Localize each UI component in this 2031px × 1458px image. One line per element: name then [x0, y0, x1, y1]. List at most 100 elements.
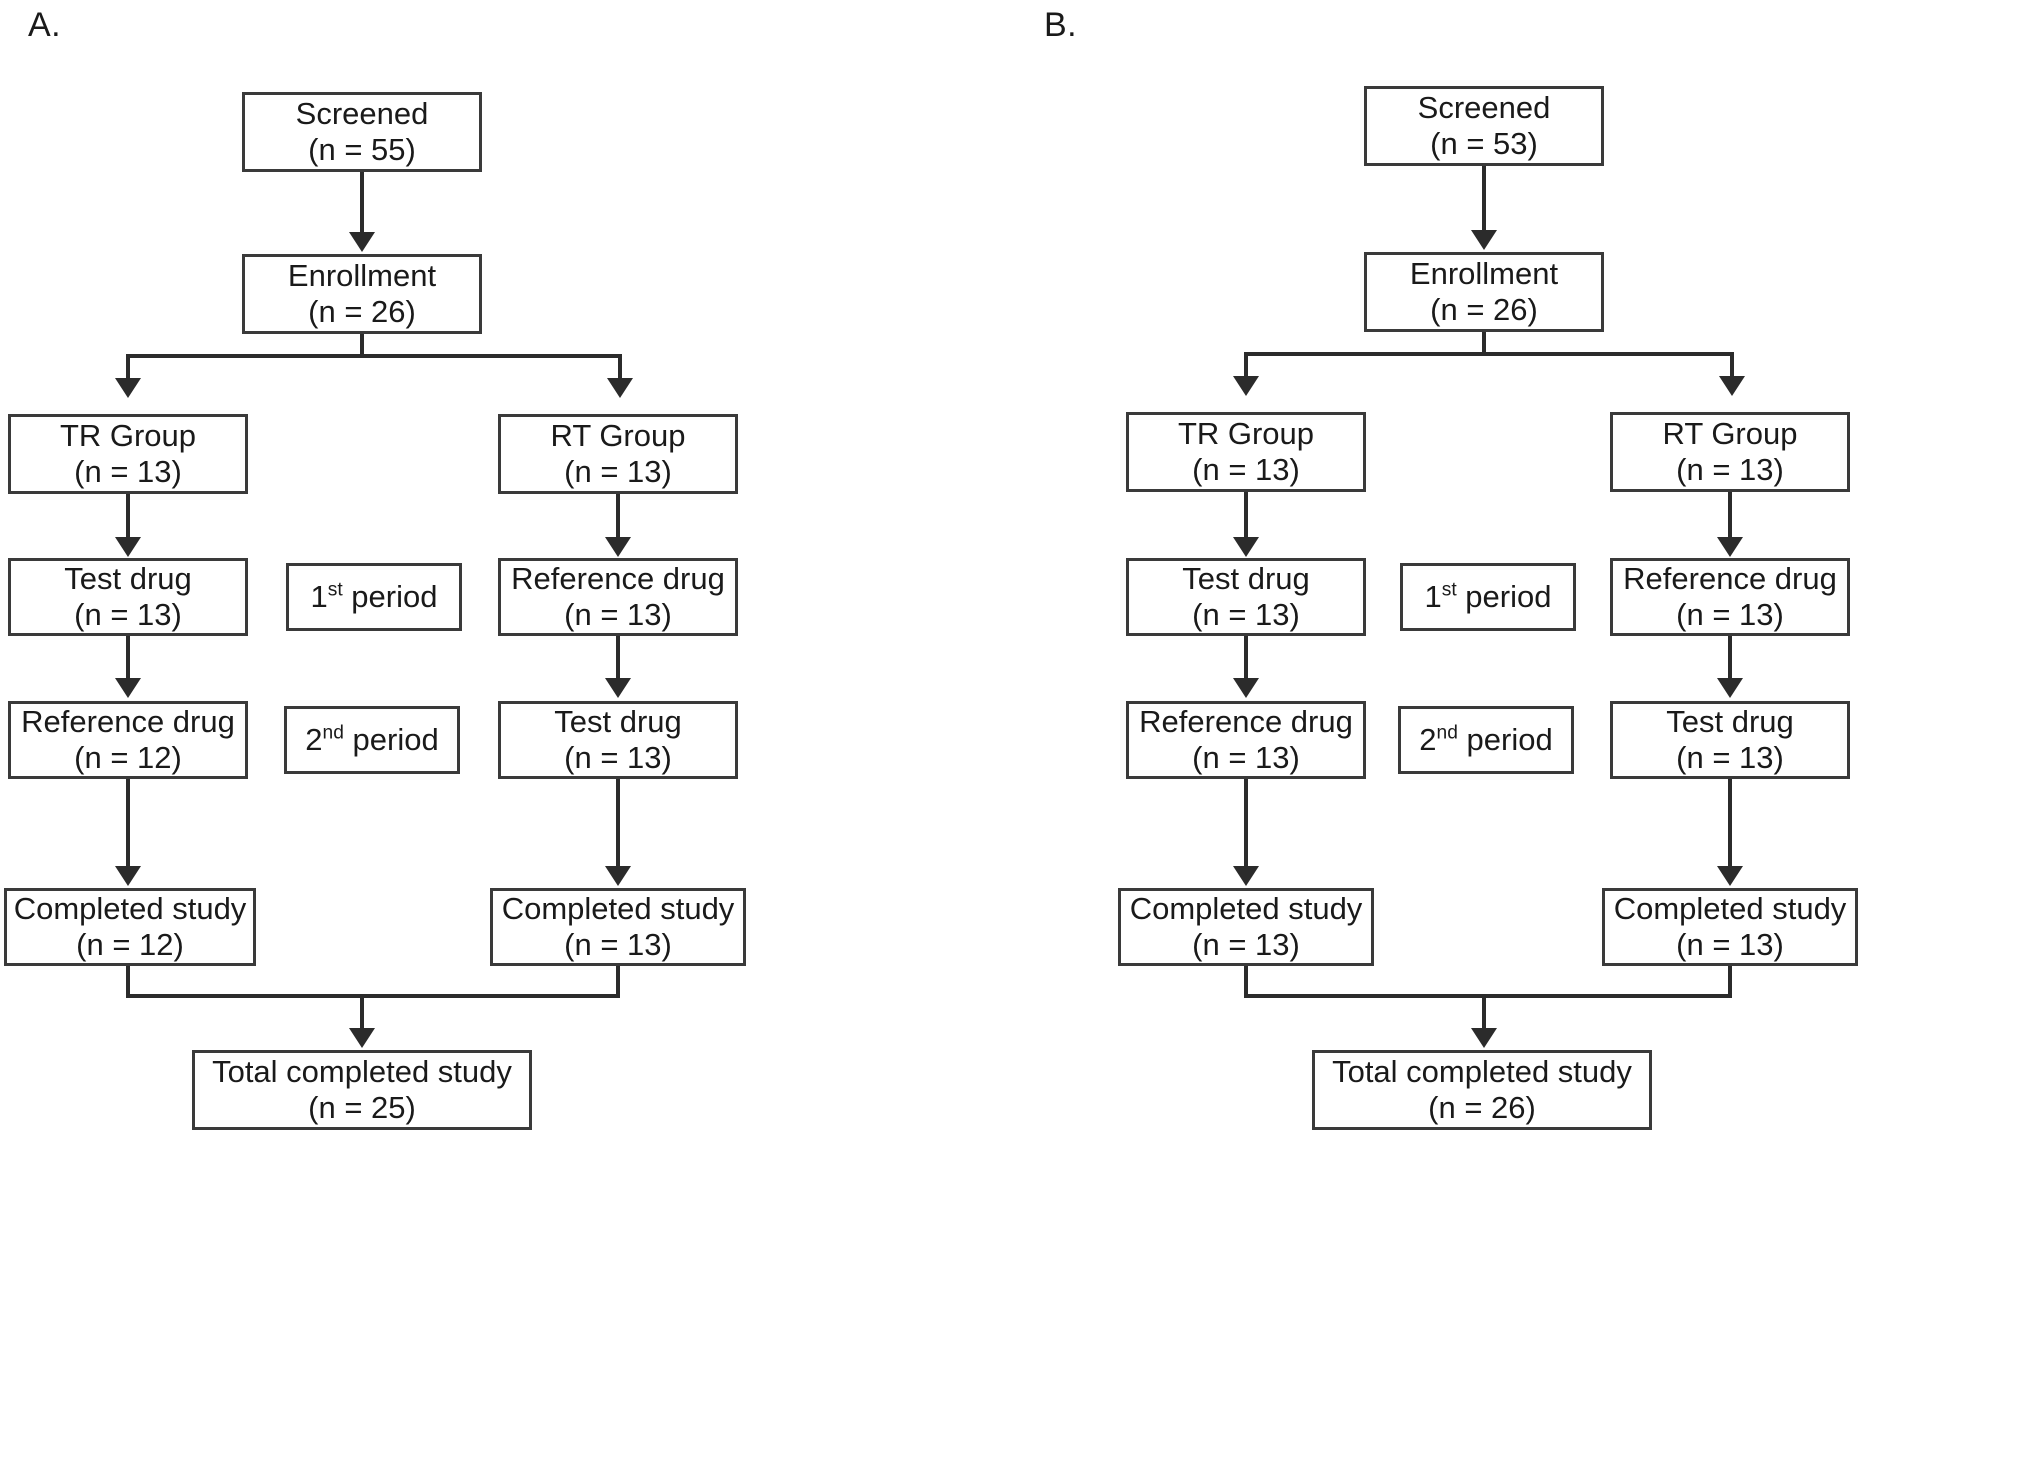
panel-b-label: B. — [1044, 6, 1078, 44]
node-period2-test-drug-b: Test drug (n = 13) — [1610, 701, 1850, 779]
connector-tr-p1-b — [1244, 492, 1248, 539]
node-completed-study-right-a-line1: Completed study — [501, 890, 735, 926]
node-period1-test-drug-a-line2: (n = 13) — [74, 596, 182, 632]
arrowhead-p2-completed-left-a — [115, 866, 141, 886]
connector-rt-p1-a — [616, 494, 620, 539]
node-tr-group-b-line1: TR Group — [1177, 415, 1315, 451]
node-period2-reference-drug-a-line1: Reference drug — [21, 703, 235, 739]
node-second-period-label-a: 2nd period — [284, 706, 460, 774]
first-period-text-a: 1st period — [310, 578, 438, 614]
connector-p2-completed-right-b — [1728, 779, 1732, 869]
node-rt-group-b-line1: RT Group — [1662, 415, 1798, 451]
connector-enrollment-split-stem-b — [1482, 332, 1486, 356]
node-first-period-label-a: 1st period — [286, 563, 462, 631]
connector-rt-p1-b — [1728, 492, 1732, 539]
node-enrollment-a: Enrollment (n = 26) — [242, 254, 482, 334]
arrowhead-screened-enrollment-b — [1471, 230, 1497, 250]
node-screened-b-line2: (n = 53) — [1430, 125, 1538, 161]
node-period2-reference-drug-b-line2: (n = 13) — [1192, 739, 1300, 775]
connector-merge-stem-b — [1482, 994, 1486, 1032]
node-rt-group-a-line2: (n = 13) — [564, 453, 672, 489]
node-period1-reference-drug-a: Reference drug (n = 13) — [498, 558, 738, 636]
node-completed-study-left-a: Completed study (n = 12) — [4, 888, 256, 966]
node-period1-reference-drug-b-line2: (n = 13) — [1676, 596, 1784, 632]
node-completed-study-left-a-line1: Completed study — [13, 890, 247, 926]
arrowhead-rt-p1-b — [1717, 537, 1743, 557]
node-completed-study-right-b: Completed study (n = 13) — [1602, 888, 1858, 966]
node-total-completed-study-a-line2: (n = 25) — [308, 1089, 416, 1125]
node-completed-study-left-b: Completed study (n = 13) — [1118, 888, 1374, 966]
arrowhead-merge-total-a — [349, 1028, 375, 1048]
node-completed-study-right-a-line2: (n = 13) — [564, 926, 672, 962]
node-period2-test-drug-a: Test drug (n = 13) — [498, 701, 738, 779]
connector-p1-p2-right-b — [1728, 636, 1732, 680]
node-total-completed-study-a: Total completed study (n = 25) — [192, 1050, 532, 1130]
connector-merge-bar-b — [1244, 994, 1732, 998]
arrowhead-p2-completed-left-b — [1233, 866, 1259, 886]
node-second-period-label-b: 2nd period — [1398, 706, 1574, 774]
node-period2-reference-drug-a: Reference drug (n = 12) — [8, 701, 248, 779]
node-rt-group-a: RT Group (n = 13) — [498, 414, 738, 494]
connector-screened-enrollment-b — [1482, 166, 1486, 232]
panel-b: B. Screened (n = 53) Enrollment (n = 26)… — [1016, 0, 2031, 1458]
node-period1-test-drug-b-line2: (n = 13) — [1192, 596, 1300, 632]
node-screened-b: Screened (n = 53) — [1364, 86, 1604, 166]
node-period1-reference-drug-a-line1: Reference drug — [511, 560, 725, 596]
arrowhead-rt-p1-a — [605, 537, 631, 557]
node-period2-reference-drug-a-line2: (n = 12) — [74, 739, 182, 775]
node-period1-test-drug-a-line1: Test drug — [64, 560, 192, 596]
node-enrollment-b: Enrollment (n = 26) — [1364, 252, 1604, 332]
connector-merge-stem-a — [360, 994, 364, 1032]
node-completed-study-right-b-line1: Completed study — [1613, 890, 1847, 926]
connector-merge-right-b — [1728, 966, 1732, 998]
node-tr-group-a-line2: (n = 13) — [74, 453, 182, 489]
arrowhead-p2-completed-right-a — [605, 866, 631, 886]
node-period2-reference-drug-b-line1: Reference drug — [1139, 703, 1353, 739]
node-total-completed-study-a-line1: Total completed study — [212, 1053, 512, 1089]
second-period-text-b: 2nd period — [1419, 721, 1553, 757]
arrowhead-enrollment-tr-b — [1233, 376, 1259, 396]
connector-enrollment-split-stem-a — [360, 334, 364, 358]
connector-enrollment-to-rt-a — [618, 354, 622, 382]
node-period1-test-drug-a: Test drug (n = 13) — [8, 558, 248, 636]
arrowhead-p1-p2-left-b — [1233, 678, 1259, 698]
node-rt-group-a-line1: RT Group — [550, 417, 686, 453]
arrowhead-p1-p2-right-a — [605, 678, 631, 698]
node-tr-group-a: TR Group (n = 13) — [8, 414, 248, 494]
connector-merge-bar-a — [126, 994, 620, 998]
arrowhead-p1-p2-right-b — [1717, 678, 1743, 698]
connector-merge-left-a — [126, 966, 130, 998]
connector-screened-enrollment-a — [360, 172, 364, 234]
connector-p2-completed-right-a — [616, 779, 620, 869]
node-total-completed-study-b: Total completed study (n = 26) — [1312, 1050, 1652, 1130]
connector-tr-p1-a — [126, 494, 130, 539]
node-period1-reference-drug-a-line2: (n = 13) — [564, 596, 672, 632]
node-screened-b-line1: Screened — [1417, 89, 1551, 125]
connector-enrollment-to-rt-b — [1730, 352, 1734, 380]
arrowhead-enrollment-rt-a — [607, 378, 633, 398]
connector-p2-completed-left-b — [1244, 779, 1248, 869]
connector-merge-left-b — [1244, 966, 1248, 998]
node-tr-group-a-line1: TR Group — [59, 417, 197, 453]
node-screened-a-line2: (n = 55) — [308, 131, 416, 167]
arrowhead-tr-p1-a — [115, 537, 141, 557]
node-period2-test-drug-b-line1: Test drug — [1666, 703, 1794, 739]
node-completed-study-left-a-line2: (n = 12) — [76, 926, 184, 962]
second-period-text-a: 2nd period — [305, 721, 439, 757]
node-period1-test-drug-b-line1: Test drug — [1182, 560, 1310, 596]
node-completed-study-right-b-line2: (n = 13) — [1676, 926, 1784, 962]
node-completed-study-left-b-line2: (n = 13) — [1192, 926, 1300, 962]
node-period2-reference-drug-b: Reference drug (n = 13) — [1126, 701, 1366, 779]
node-screened-a-line1: Screened — [295, 95, 429, 131]
arrowhead-tr-p1-b — [1233, 537, 1259, 557]
connector-p1-p2-left-a — [126, 636, 130, 680]
node-rt-group-b-line2: (n = 13) — [1676, 451, 1784, 487]
node-total-completed-study-b-line1: Total completed study — [1332, 1053, 1632, 1089]
connector-enrollment-split-bar-a — [126, 354, 622, 358]
node-period1-test-drug-b: Test drug (n = 13) — [1126, 558, 1366, 636]
node-period1-reference-drug-b-line1: Reference drug — [1623, 560, 1837, 596]
connector-enrollment-split-bar-b — [1244, 352, 1734, 356]
arrowhead-p2-completed-right-b — [1717, 866, 1743, 886]
arrowhead-enrollment-tr-a — [115, 378, 141, 398]
